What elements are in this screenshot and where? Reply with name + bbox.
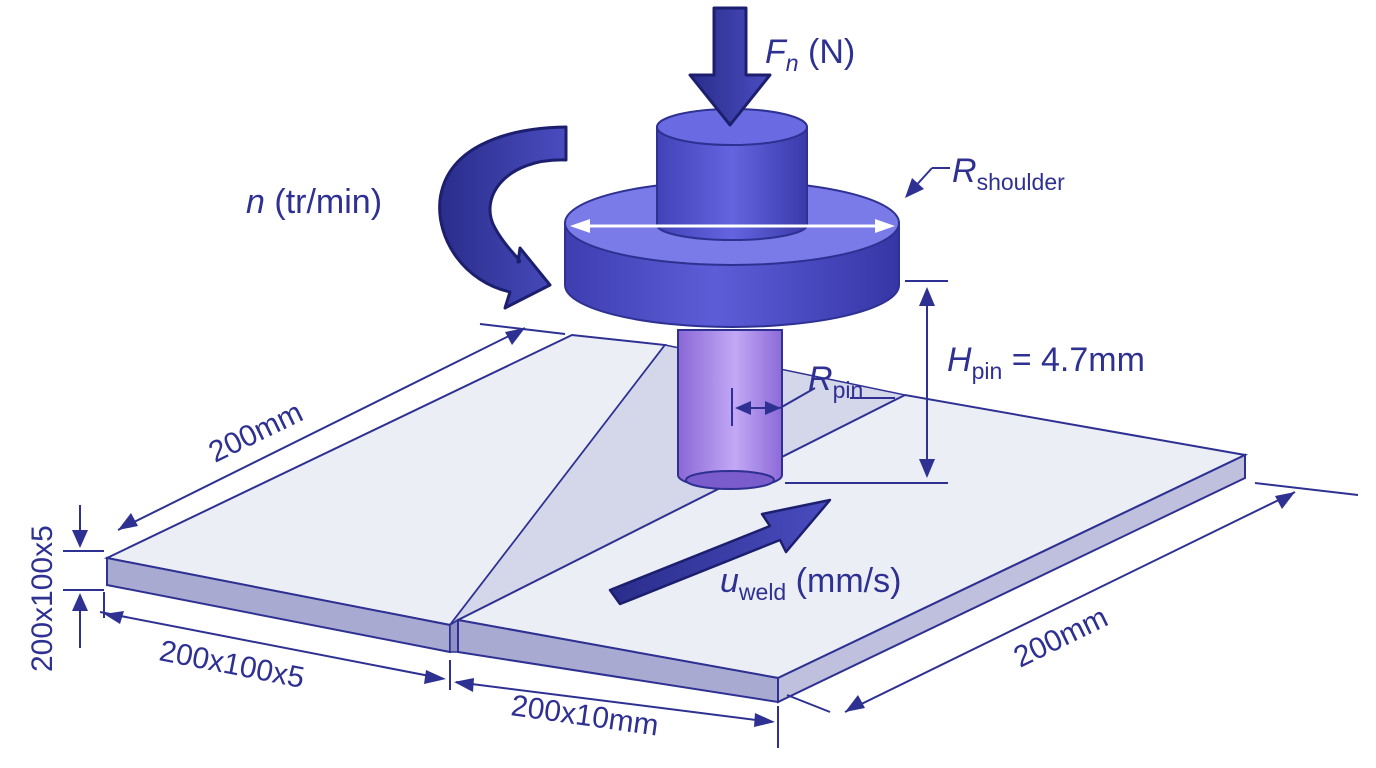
rotation-label: n (tr/min) xyxy=(246,183,382,221)
shank-side xyxy=(656,126,808,241)
dimension-arrowheads xyxy=(72,178,1295,727)
shoulder-diameter-arrow xyxy=(570,219,895,233)
force-label: Fn (N) xyxy=(765,33,855,76)
plate-length-right-label: 200mm xyxy=(1009,601,1113,675)
rotation-arrow xyxy=(438,125,568,310)
plate-length-left-label: 200mm xyxy=(204,396,308,470)
left-plate xyxy=(103,333,667,654)
pin-height-label: Hpin = 4.7mm xyxy=(947,341,1145,384)
pin-tip xyxy=(685,470,775,490)
groove-width-label: 200x10mm xyxy=(509,689,661,742)
shoulder-radius-label: Rshoulder xyxy=(952,152,1065,195)
weld-speed-arrow xyxy=(608,498,832,606)
right-plate xyxy=(454,393,1249,704)
right-plate-side xyxy=(777,453,1246,704)
tool-pin xyxy=(677,329,783,490)
pin-radius-label: Rpin xyxy=(808,360,863,403)
tool-shank xyxy=(656,108,808,241)
weld-speed-label: uweld (mm/s) xyxy=(720,562,901,605)
plate-thickness-label: 200x100x5 xyxy=(26,525,59,672)
groove-face xyxy=(449,618,459,653)
plate-width-label: 200x100x5 xyxy=(157,634,307,694)
force-arrow xyxy=(688,6,772,127)
dimension-lines xyxy=(63,167,1359,748)
